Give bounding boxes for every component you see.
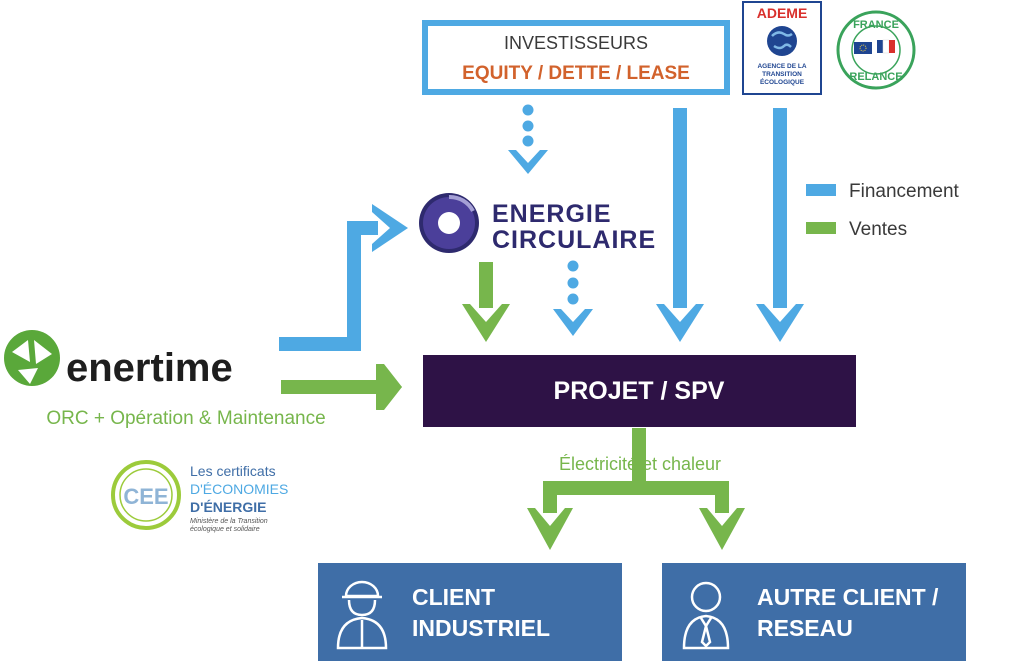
energie-circulaire-line1: ENERGIE — [492, 200, 612, 228]
arrow-ademe-to-spv — [756, 108, 804, 342]
investors-subtitle: EQUITY / DETTE / LEASE — [462, 63, 690, 84]
enertime-logo: enertime ORC + Opération & Maintenance — [4, 330, 326, 429]
arrow-enertime-to-spv — [281, 364, 402, 410]
enertime-caption: ORC + Opération & Maintenance — [46, 408, 325, 429]
france-relance-top: FRANCE — [853, 19, 899, 31]
ademe-tagline-1: AGENCE DE LA — [757, 63, 806, 70]
spv-box: PROJET / SPV — [423, 355, 856, 427]
financing-arrows — [279, 104, 804, 351]
legend-sales-swatch — [806, 222, 836, 234]
ademe-tagline-2: TRANSITION — [762, 71, 802, 78]
legend: Financement Ventes — [806, 181, 960, 240]
arrow-enertime-to-ec — [279, 204, 408, 351]
energie-circulaire-logo: ENERGIE CIRCULAIRE — [419, 193, 656, 254]
cee-line5: écologique et solidaire — [190, 526, 260, 533]
arrow-ec-to-spv — [462, 262, 510, 342]
investors-box: INVESTISSEURS EQUITY / DETTE / LEASE — [422, 20, 730, 95]
client-reseau-line2: RESEAU — [757, 615, 853, 641]
arrow-spv-to-clients — [527, 428, 745, 550]
legend-sales-label: Ventes — [849, 219, 907, 240]
client-industriel-box: CLIENT INDUSTRIEL — [318, 563, 622, 661]
enertime-name: enertime — [66, 346, 233, 390]
eu-flag-icon — [854, 42, 872, 54]
cee-logo: CEE Les certificats D'ÉCONOMIES D'ÉNERGI… — [111, 460, 288, 533]
cee-line4: Ministère de la Transition — [190, 518, 268, 525]
globe-icon — [767, 26, 797, 56]
investors-title: INVESTISSEURS — [504, 33, 648, 53]
france-relance-logo: FRANCE RELANCE — [836, 10, 916, 90]
client-industriel-line2: INDUSTRIEL — [412, 615, 550, 641]
legend-financing-label: Financement — [849, 181, 960, 202]
worker-icon — [336, 580, 388, 650]
output-label: Électricité et chaleur — [559, 454, 721, 474]
legend-financing-swatch — [806, 184, 836, 196]
arrow-investors-to-spv — [656, 108, 704, 342]
cee-badge: CEE — [123, 484, 168, 509]
ademe-tagline-3: ÉCOLOGIQUE — [760, 77, 805, 86]
client-reseau-box: AUTRE CLIENT / RESEAU — [662, 563, 966, 661]
french-flag-icon — [877, 39, 895, 54]
france-relance-bottom: RELANCE — [849, 71, 902, 83]
dotted-arrow-investors-to-ec — [508, 104, 548, 174]
sales-arrows — [281, 262, 745, 550]
ademe-name: ADEME — [757, 5, 808, 21]
cee-line2: D'ÉCONOMIES — [190, 481, 288, 497]
cee-line3: D'ÉNERGIE — [190, 499, 266, 515]
ademe-logo: ADEME AGENCE DE LA TRANSITION ÉCOLOGIQUE — [742, 1, 822, 95]
businessman-icon — [682, 581, 730, 650]
spv-label: PROJET / SPV — [554, 377, 725, 405]
energie-circulaire-line2: CIRCULAIRE — [492, 226, 656, 254]
cee-line1: Les certificats — [190, 463, 276, 479]
client-reseau-line1: AUTRE CLIENT / — [757, 584, 939, 610]
client-industriel-line1: CLIENT — [412, 584, 495, 610]
dotted-arrow-ec-to-spv — [553, 260, 593, 336]
